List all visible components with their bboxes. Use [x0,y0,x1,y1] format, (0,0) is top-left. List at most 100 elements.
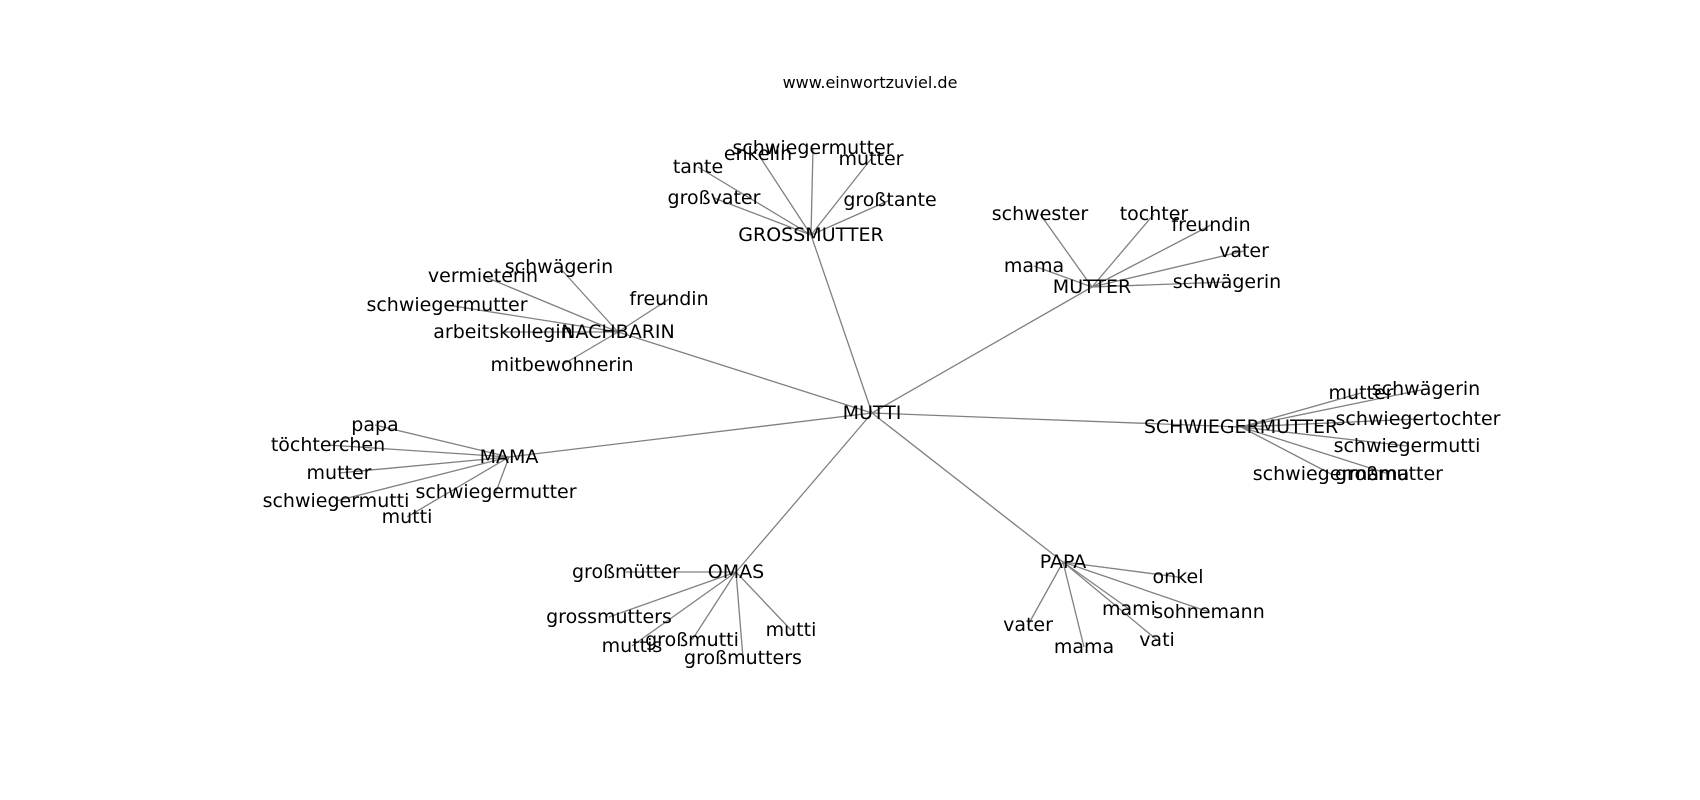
leaf-node-label: mitbewohnerin [490,354,633,376]
edge-hub-leaf [1091,224,1212,288]
leaf-node-label: grossmutters [546,606,672,628]
edge-hub-leaf [406,456,510,518]
leaf-node-label: freundin [1171,214,1250,236]
edge-hub-leaf [1091,250,1245,288]
leaf-node-label: mutti [382,506,433,528]
leaf-node-label: schwiegermutti [263,490,410,512]
leaf-node-label: mami [1102,598,1156,620]
leaf-node-label: schwiegermutter [415,481,576,503]
leaf-node-label: schwiegermutter [366,294,527,316]
leaf-node-label: schwiegermutter [732,137,893,159]
edge-hub-leaf [810,158,872,236]
edge-hub-leaf [608,571,737,618]
leaf-node-label: schwägerin [1372,378,1480,400]
edge-hub-leaf [482,275,619,333]
edge-hub-leaf [713,197,812,236]
leaf-node-label: mama [1004,255,1064,277]
leaf-node-label: mutter [1329,382,1394,404]
edge-hub-leaf [1062,561,1085,648]
leaf-node-label: schwägerin [1173,271,1281,293]
edge-hub-leaf [810,199,891,236]
leaf-node-label: schwiegermutti [1334,435,1481,457]
root-node-label: MUTTI [843,402,902,424]
leaf-node-label: schwägerin [505,256,613,278]
edge-hub-leaf [1027,561,1064,626]
edge-hub-leaf [561,331,619,366]
edge-root-hub [871,286,1093,414]
edge-hub-leaf [446,304,619,333]
source-url: www.einwortzuviel.de [783,73,958,92]
leaf-node-label: töchterchen [271,434,385,456]
edge-hub-leaf [1033,265,1093,288]
leaf-node-label: großtante [843,189,936,211]
edge-hub-leaf [1240,426,1408,447]
leaf-node-label: vati [1139,629,1175,651]
edge-root-hub [871,412,1242,428]
leaf-node-label: freundin [629,288,708,310]
leaf-node-label: großmütter [572,561,680,583]
edge-hub-leaf [327,444,510,458]
edge-hub-leaf [617,298,670,333]
leaf-node-label: mutter [307,462,372,484]
edge-hub-leaf [691,571,737,641]
leaf-node-label: schwester [992,203,1089,225]
leaf-node-label: schwiegermama [1253,463,1409,485]
edge-hub-leaf [1062,561,1130,610]
edge-hub-leaf [1240,426,1332,475]
leaf-node-label: mutter [839,148,904,170]
edge-hub-leaf [1240,418,1419,428]
edge-hub-leaf [1091,281,1228,288]
leaf-node-label: arbeitskollegin [433,321,572,343]
hub-node-label: MAMA [480,446,539,468]
edge-hub-leaf [735,571,744,659]
leaf-node-label: vater [1003,614,1053,636]
edge-hub-leaf [810,147,814,236]
edge-hub-leaf [697,166,812,236]
leaf-node-label: enkelin [724,143,792,165]
edge-hub-leaf [1062,561,1210,613]
hub-node-label: PAPA [1040,551,1086,573]
edge-hub-leaf [558,266,619,333]
edge-hub-leaf [495,456,510,493]
leaf-node-label: tochter [1120,203,1189,225]
edge-root-hub [735,412,873,573]
edge-hub-leaf [374,424,510,458]
hub-node-label: MUTTER [1053,276,1131,298]
edge-root-hub [871,412,1064,563]
edge-hub-leaf [735,571,792,631]
edge-root-hub [810,234,873,414]
hub-node-label: SCHWIEGERMUTTER [1144,416,1338,438]
edge-root-hub [508,412,873,458]
edge-hub-leaf [1062,561,1158,641]
leaf-node-label: großmutter [1335,463,1443,485]
edge-hub-leaf [1062,561,1179,578]
edges-layer [327,147,1427,659]
leaf-node-label: vater [1219,240,1269,262]
edge-hub-leaf [335,456,510,502]
edge-hub-leaf [1240,392,1362,428]
leaf-node-label: sohnemann [1153,601,1265,623]
hub-node-label: NACHBARIN [561,321,674,343]
leaf-node-label: papa [351,414,398,436]
edge-hub-leaf [631,571,737,647]
edge-hub-leaf [338,456,510,474]
edge-hub-leaf [1240,426,1390,475]
leaf-node-label: mutti [766,619,817,641]
edge-hub-leaf [1240,388,1427,428]
hub-node-label: GROSSMUTTER [738,224,883,246]
leaf-node-label: großvater [668,187,761,209]
leaf-node-label: mama [1054,636,1114,658]
edge-hub-leaf [1039,213,1093,288]
edge-root-hub [617,331,873,414]
leaf-node-label: großmutti [645,629,739,651]
leaf-node-label: onkel [1153,566,1204,588]
leaf-node-label: vermieterin [428,265,538,287]
edge-hub-leaf [1091,213,1155,288]
leaf-node-label: schwiegertochter [1336,408,1501,430]
leaf-node-label: muttis [602,635,663,657]
edge-hub-leaf [757,153,812,236]
leaf-node-label: großmutters [684,647,802,669]
